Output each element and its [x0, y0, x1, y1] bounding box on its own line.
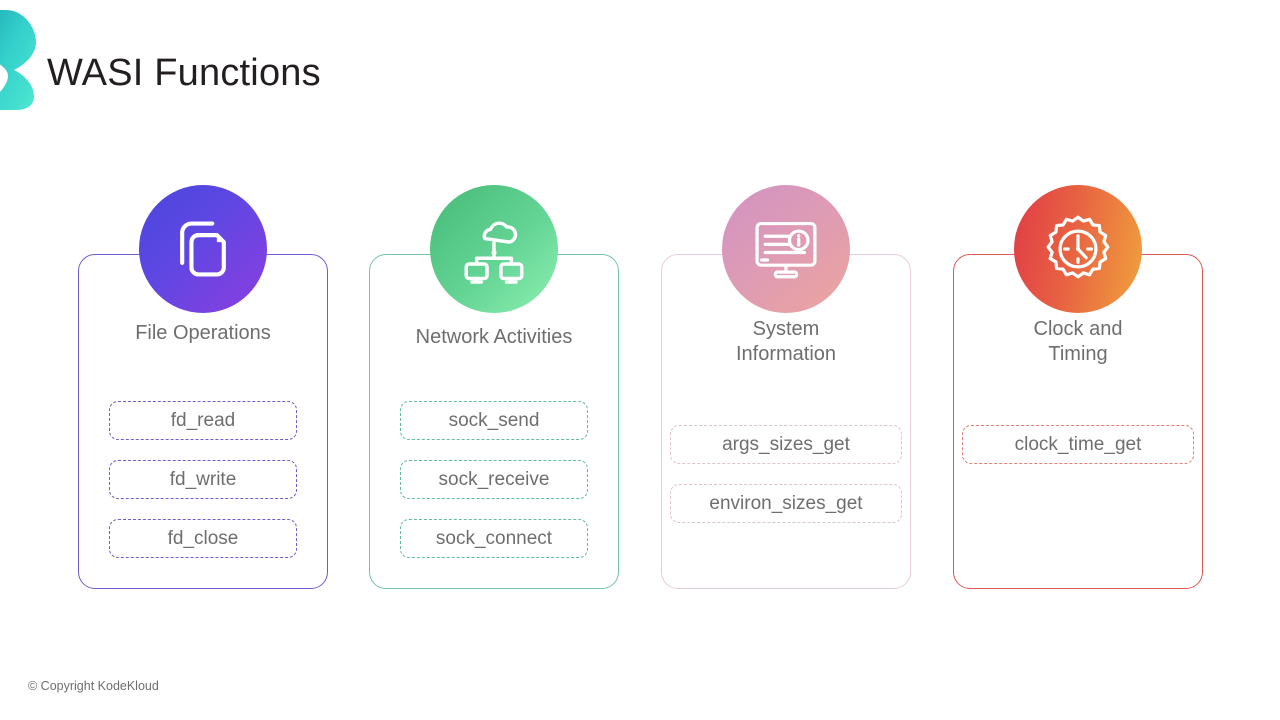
- card-title: Network Activities: [415, 326, 573, 348]
- function-pill[interactable]: sock_receive: [400, 460, 588, 499]
- function-pill[interactable]: sock_send: [400, 401, 588, 440]
- function-pill-list: sock_send sock_receive sock_connect: [400, 401, 588, 578]
- card-icon-circle: [722, 185, 850, 313]
- card-network-activities[interactable]: Network Activities sock_send sock_receiv…: [369, 185, 619, 589]
- card-title: System Information: [735, 318, 837, 365]
- card-inner: File Operations fd_read fd_write fd_clos…: [79, 185, 327, 588]
- function-pill[interactable]: args_sizes_get: [670, 425, 902, 464]
- card-clock-and-timing[interactable]: Clock and Timing clock_time_get: [953, 185, 1203, 589]
- function-pill[interactable]: fd_close: [109, 519, 297, 558]
- card-icon-circle: [430, 185, 558, 313]
- gear-clock-icon: [1046, 215, 1110, 279]
- chevron-right-logo-icon: [0, 10, 36, 110]
- function-pill-list: fd_read fd_write fd_close: [109, 401, 297, 578]
- function-pill[interactable]: clock_time_get: [962, 425, 1194, 464]
- card-inner: Clock and Timing clock_time_get: [954, 185, 1202, 588]
- card-file-operations[interactable]: File Operations fd_read fd_write fd_clos…: [78, 185, 328, 589]
- monitor-info-icon: [755, 221, 817, 279]
- card-inner: Network Activities sock_send sock_receiv…: [370, 185, 618, 588]
- function-pill-list: clock_time_get: [962, 425, 1194, 484]
- documents-copy-icon: [180, 221, 226, 277]
- function-pill[interactable]: sock_connect: [400, 519, 588, 558]
- card-icon-circle: [139, 185, 267, 313]
- cloud-network-monitors-icon: [464, 221, 524, 284]
- copyright-footer: © Copyright KodeKloud: [28, 679, 159, 693]
- page-title: WASI Functions: [47, 52, 321, 94]
- card-title: File Operations: [135, 322, 271, 344]
- function-pill[interactable]: fd_write: [109, 460, 297, 499]
- card-inner: System Information args_sizes_get enviro…: [662, 185, 910, 588]
- function-pill-list: args_sizes_get environ_sizes_get: [670, 425, 902, 543]
- card-icon-circle: [1014, 185, 1142, 313]
- card-system-information[interactable]: System Information args_sizes_get enviro…: [661, 185, 911, 589]
- card-title: Clock and Timing: [1033, 318, 1123, 365]
- function-pill[interactable]: environ_sizes_get: [670, 484, 902, 523]
- function-pill[interactable]: fd_read: [109, 401, 297, 440]
